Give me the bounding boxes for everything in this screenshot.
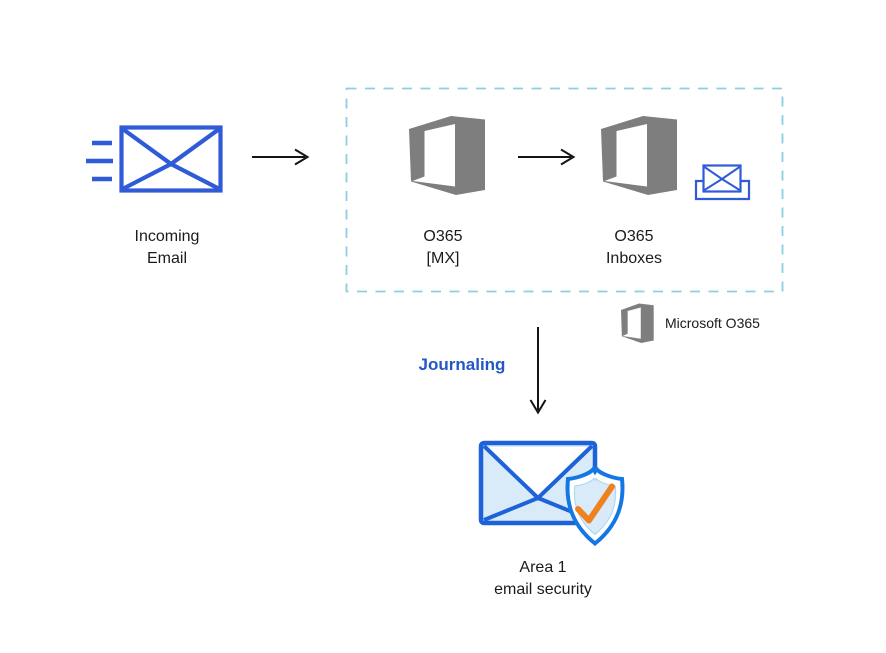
inbox-tray-icon <box>694 164 751 201</box>
checkmark-icon <box>575 483 615 524</box>
area1-label-line2: email security <box>494 581 592 598</box>
shield-icon <box>565 465 625 547</box>
o365-inboxes-label-line1: O365 <box>614 228 654 245</box>
o365-inboxes-label-line2: Inboxes <box>605 250 663 267</box>
office365-logo-icon <box>601 116 677 195</box>
o365-mx-label-line2: [MX] <box>426 250 460 267</box>
incoming-email-label-line1: Incoming <box>134 228 200 245</box>
area1-label-line1: Area 1 <box>519 559 567 576</box>
o365-boundary-box <box>345 87 784 293</box>
speed-lines-icon <box>86 140 113 182</box>
arrow-down-icon <box>529 327 547 415</box>
journaling-label: Journaling <box>418 355 506 374</box>
office365-logo-icon <box>409 116 485 195</box>
area1-envelope-shield-icon <box>478 440 625 547</box>
area1-label: Area 1 email security <box>453 557 633 601</box>
o365-mx-label-line1: O365 <box>423 228 463 245</box>
o365-legend-logo-icon <box>621 303 654 343</box>
arrow-right-icon <box>252 148 310 166</box>
microsoft-o365-legend-label: Microsoft O365 <box>665 315 760 331</box>
incoming-email-label-line2: Email <box>146 250 187 267</box>
arrow-right-icon <box>518 148 576 166</box>
incoming-envelope-icon <box>119 125 223 193</box>
incoming-email-label: Incoming Email <box>97 226 237 270</box>
o365-inboxes-label: O365 Inboxes <box>564 226 704 270</box>
o365-mx-label: O365 [MX] <box>373 226 513 270</box>
